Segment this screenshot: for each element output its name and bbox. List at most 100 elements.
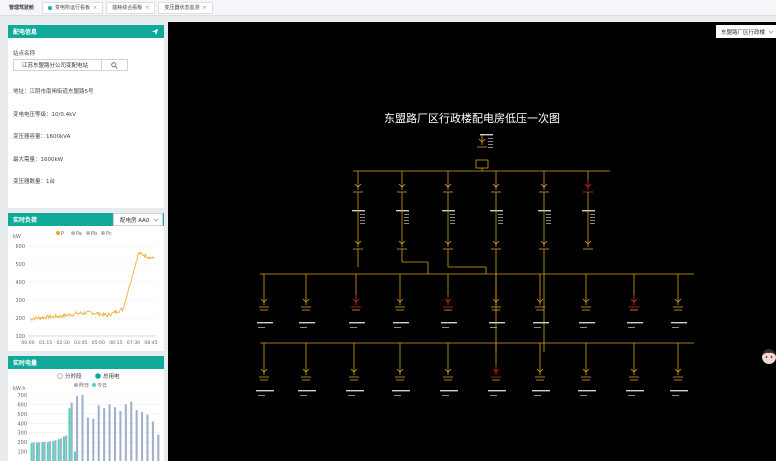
feeder-readout-mark xyxy=(490,395,497,396)
breaker-symbol xyxy=(674,298,682,303)
feeder-label-mark xyxy=(671,322,687,324)
chevron-down-icon xyxy=(768,30,774,34)
panel-header: 实时电量 xyxy=(8,356,164,369)
assistant-avatar-icon[interactable] xyxy=(761,348,776,366)
y-tick-label: 400 xyxy=(15,280,25,286)
legend-marker xyxy=(92,383,96,387)
breaker-symbol xyxy=(444,298,452,303)
feeder-readout-mark xyxy=(404,220,409,221)
bar-yesterday xyxy=(81,395,84,461)
bar-today xyxy=(68,408,71,461)
bar-today xyxy=(46,442,49,461)
feeder-readout-mark xyxy=(488,144,493,145)
tab-item[interactable]: 变压器状态监测× xyxy=(158,1,213,14)
feeder-label-mark xyxy=(578,390,596,392)
feeder-readout-mark xyxy=(360,217,365,218)
feeder-readout-mark xyxy=(450,223,455,224)
y-axis-unit: kW xyxy=(13,234,21,240)
bar-today xyxy=(57,439,60,461)
breaker-symbol xyxy=(584,240,592,245)
feeder-readout-mark xyxy=(488,147,493,148)
feeder-readout-mark xyxy=(498,223,503,224)
feeder-readout-mark xyxy=(404,223,409,224)
legend-label: 昨日 xyxy=(79,382,89,389)
bar-yesterday xyxy=(86,417,89,461)
feeder-readout-mark xyxy=(488,138,493,139)
legend-marker xyxy=(71,231,75,235)
navigate-icon[interactable] xyxy=(151,28,159,36)
station-select[interactable]: 江苏东盟路分公司变配电站 xyxy=(13,59,128,71)
feeder-readout-mark xyxy=(394,327,401,328)
breaker-symbol xyxy=(302,298,310,303)
feeder-readout-mark xyxy=(348,395,355,396)
bar-today xyxy=(73,451,76,461)
feeder-readout-mark xyxy=(360,223,365,224)
bar-today xyxy=(30,443,33,461)
feeder-readout-mark xyxy=(628,327,635,328)
tab-label: 变压器状态监测 xyxy=(164,5,200,11)
bar-yesterday xyxy=(141,411,144,461)
bar-yesterday xyxy=(70,402,73,461)
legend-label: 今日 xyxy=(97,382,107,389)
y-tick-label: 600 xyxy=(15,244,25,250)
tab-item[interactable]: 能耗综合看板× xyxy=(106,1,156,14)
single-line-diagram-view: 东盟路厂区行政楼配电房低压一次图 xyxy=(168,22,776,461)
feeder-label-mark xyxy=(627,322,643,324)
feeder-label-mark xyxy=(582,210,595,212)
x-tick-label: 03:45 xyxy=(74,340,87,346)
tab-item[interactable]: 变电所运行看板× xyxy=(42,1,104,14)
x-tick-label: 01:15 xyxy=(39,340,52,346)
legend-label: Pa xyxy=(76,231,82,237)
close-icon[interactable]: × xyxy=(145,4,150,11)
max-demand-text: 最大需量：1600kW xyxy=(13,157,64,163)
breaker-symbol xyxy=(350,368,358,373)
bar-yesterday xyxy=(119,411,122,461)
room-select-value: 配电房 AA0 xyxy=(120,217,150,224)
feeder-label-mark xyxy=(298,390,316,392)
radio-button xyxy=(95,373,101,379)
breaker-symbol xyxy=(396,368,404,373)
y-tick-label: 600 xyxy=(17,402,27,408)
bar-yesterday xyxy=(151,421,154,461)
feeder-label-mark xyxy=(396,210,409,212)
bar-yesterday xyxy=(124,404,127,461)
x-tick-label: 05:00 xyxy=(92,340,105,346)
bar-yesterday xyxy=(48,441,52,461)
bar-today xyxy=(52,441,55,461)
diagram-title: 东盟路厂区行政楼配电房低压一次图 xyxy=(384,112,560,125)
bar-yesterday xyxy=(65,435,68,461)
feeder-readout-mark xyxy=(590,217,595,218)
bar-yesterday xyxy=(130,401,133,461)
breaker-symbol xyxy=(584,183,592,188)
tab-label: 变电所运行看板 xyxy=(55,5,91,11)
breaker-symbol xyxy=(492,183,500,188)
legend-marker xyxy=(86,231,90,235)
breaker-symbol xyxy=(302,368,310,373)
tab-item[interactable]: 管理驾驶舱 xyxy=(4,2,39,14)
chevron-down-icon xyxy=(154,218,159,222)
close-icon[interactable]: × xyxy=(202,4,207,11)
room-select[interactable]: 配电房 AA0 xyxy=(113,213,163,226)
y-tick-label: 400 xyxy=(17,421,27,427)
y-tick-label: 500 xyxy=(17,412,27,418)
radio-label: 总用电 xyxy=(103,372,120,380)
feeder-label-mark xyxy=(299,322,315,324)
feeder-readout-mark xyxy=(580,395,587,396)
search-button[interactable] xyxy=(101,60,127,70)
y-tick-label: 200 xyxy=(15,316,25,322)
feeder-readout-mark xyxy=(546,223,551,224)
feeder-readout-mark xyxy=(490,327,497,328)
building-select[interactable]: 东盟路厂区行政楼 xyxy=(716,25,776,38)
breaker-symbol xyxy=(536,368,544,373)
bar-yesterday xyxy=(103,408,106,461)
tab-bar: 管理驾驶舱变电所运行看板×能耗综合看板×变压器状态监测× xyxy=(0,0,776,16)
feeder-readout-mark xyxy=(546,217,551,218)
close-icon[interactable]: × xyxy=(93,4,98,11)
y-tick-label: 100 xyxy=(17,450,27,456)
feeder-readout-mark xyxy=(590,214,595,215)
breaker-symbol xyxy=(398,183,406,188)
feeder-readout-mark xyxy=(258,395,265,396)
feeder-label-mark xyxy=(533,322,549,324)
feeder-readout-mark xyxy=(442,327,449,328)
